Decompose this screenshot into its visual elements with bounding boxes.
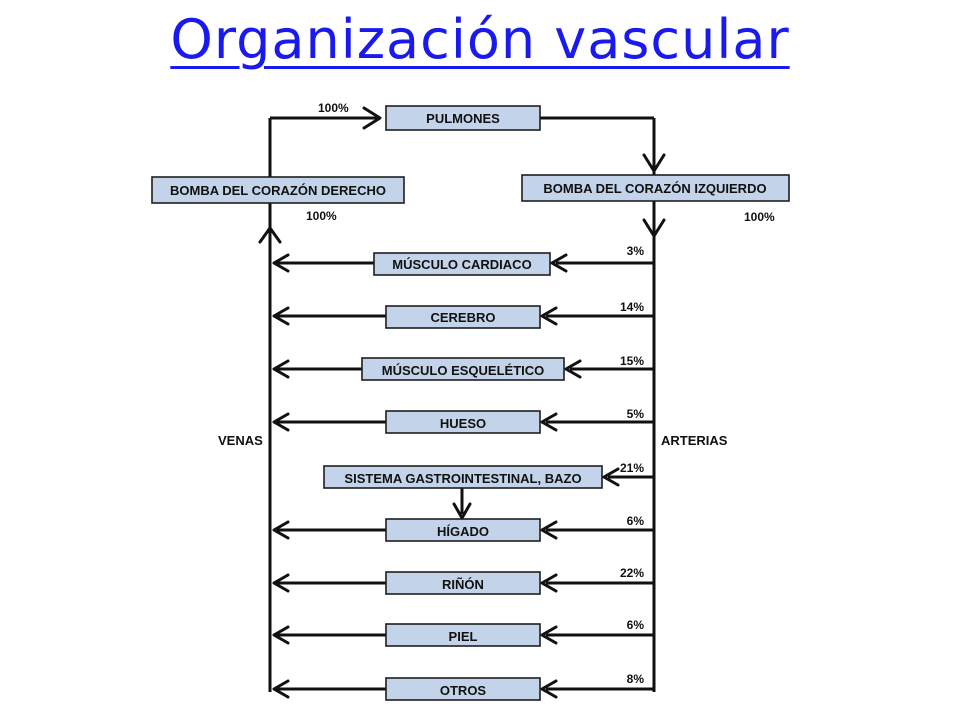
organ-label: MÚSCULO CARDIACO	[392, 257, 531, 272]
organ-label: SISTEMA GASTROINTESTINAL, BAZO	[344, 471, 581, 486]
arrow-left-icon	[272, 412, 290, 432]
organ-box	[385, 571, 541, 595]
right-heart-pump-node: BOMBA DEL CORAZÓN DERECHO	[151, 176, 405, 204]
organ-label: CEREBRO	[430, 310, 495, 325]
arrow-left-icon	[272, 306, 290, 326]
veins-label: VENAS	[218, 433, 263, 448]
organ-percent: 21%	[620, 461, 644, 475]
organ-box	[373, 252, 551, 276]
organ-percent: 6%	[627, 514, 645, 528]
arrow-down-icon	[452, 502, 472, 520]
organ-label: HUESO	[440, 416, 486, 431]
organ-percent: 5%	[627, 407, 645, 421]
arrow-up-icon	[258, 226, 282, 244]
arrow-left-icon	[550, 253, 568, 273]
organ-kidney: RIÑÓN 22%	[272, 566, 654, 595]
organ-label: PIEL	[449, 629, 478, 644]
organ-percent: 22%	[620, 566, 644, 580]
arrow-left-icon	[564, 359, 582, 379]
organ-percent: 3%	[627, 244, 645, 258]
arrow-left-icon	[272, 679, 290, 699]
right-heart-pump-percent: 100%	[306, 209, 337, 223]
arrow-left-icon	[540, 625, 558, 645]
left-heart-pump-box	[521, 174, 790, 202]
organ-label: RIÑÓN	[442, 577, 484, 592]
left-heart-pump-label: BOMBA DEL CORAZÓN IZQUIERDO	[543, 181, 766, 196]
organ-box	[385, 677, 541, 701]
organ-skin: PIEL 6%	[272, 618, 654, 647]
organ-cardiac-muscle: MÚSCULO CARDIACO 3%	[272, 244, 654, 276]
arrow-left-icon	[540, 306, 558, 326]
arrow-down-icon	[642, 153, 666, 173]
organ-box	[385, 518, 541, 542]
organ-box	[385, 623, 541, 647]
organ-box	[361, 357, 565, 381]
lungs-percent: 100%	[318, 101, 349, 115]
organ-label: MÚSCULO ESQUELÉTICO	[382, 363, 545, 378]
right-heart-pump-box	[151, 176, 405, 204]
arrow-left-icon	[272, 573, 290, 593]
organ-percent: 8%	[627, 672, 645, 686]
left-heart-pump-node: BOMBA DEL CORAZÓN IZQUIERDO	[521, 174, 790, 202]
organ-liver: HÍGADO 6%	[272, 514, 654, 542]
arrow-left-icon	[272, 520, 290, 540]
arrow-left-icon	[540, 412, 558, 432]
organ-percent: 6%	[627, 618, 645, 632]
arrow-left-icon	[272, 359, 290, 379]
organ-others: OTROS 8%	[272, 672, 654, 701]
organ-bone: HUESO 5%	[272, 407, 654, 434]
lungs-label: PULMONES	[426, 111, 500, 126]
arrow-to-lungs-icon	[362, 106, 382, 130]
lungs-box	[385, 105, 541, 131]
arteries-label: ARTERIAS	[661, 433, 728, 448]
lungs-node: PULMONES	[385, 105, 541, 131]
arrow-left-icon	[540, 679, 558, 699]
organ-box	[323, 465, 603, 489]
organ-label: OTROS	[440, 683, 487, 698]
arrow-left-icon	[540, 573, 558, 593]
arrow-left-icon	[272, 253, 290, 273]
organ-skeletal-muscle: MÚSCULO ESQUELÉTICO 15%	[272, 354, 654, 381]
organ-gastrointestinal-spleen: SISTEMA GASTROINTESTINAL, BAZO 21%	[323, 461, 654, 520]
arrow-left-icon	[272, 625, 290, 645]
organ-percent: 15%	[620, 354, 644, 368]
organ-box	[385, 410, 541, 434]
organ-brain: CEREBRO 14%	[272, 300, 654, 329]
organ-label: HÍGADO	[437, 524, 489, 539]
arrow-left-icon	[540, 520, 558, 540]
organ-box	[385, 305, 541, 329]
arrow-down-icon	[642, 218, 666, 238]
organ-percent: 14%	[620, 300, 644, 314]
page-title: Organización vascular	[170, 8, 790, 71]
right-heart-pump-label: BOMBA DEL CORAZÓN DERECHO	[170, 183, 386, 198]
left-heart-pump-percent: 100%	[744, 210, 775, 224]
arrow-left-icon	[602, 467, 620, 487]
